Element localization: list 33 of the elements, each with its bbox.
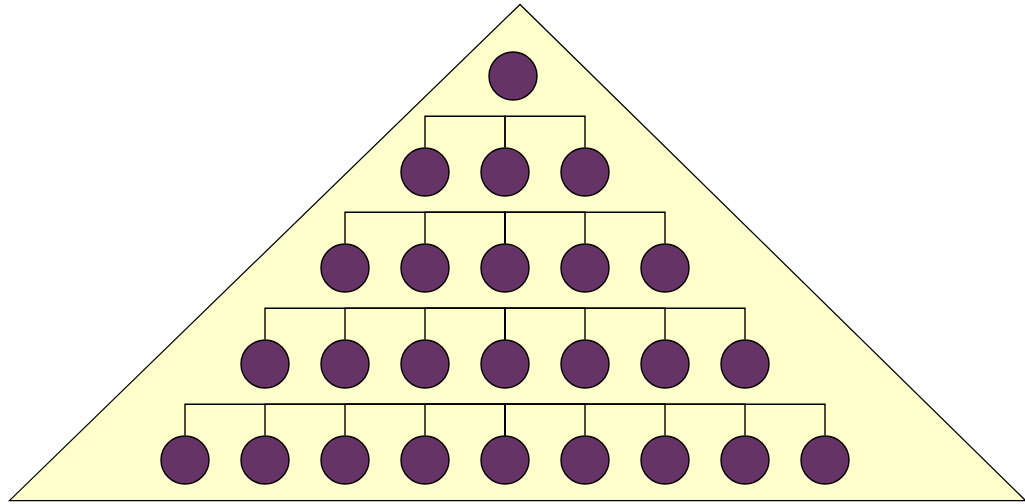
circle xyxy=(400,147,450,197)
circle xyxy=(640,435,690,485)
circle xyxy=(160,435,210,485)
circle xyxy=(640,339,690,389)
circle xyxy=(480,147,530,197)
circle xyxy=(800,435,850,485)
connector-line xyxy=(504,403,826,436)
circle xyxy=(488,51,538,101)
circle xyxy=(560,147,610,197)
circle xyxy=(240,435,290,485)
circle xyxy=(320,435,370,485)
connector-line xyxy=(504,307,746,340)
circle xyxy=(720,339,770,389)
circle xyxy=(560,435,610,485)
connector-line xyxy=(504,211,666,244)
connector-line xyxy=(424,115,506,148)
circle xyxy=(320,339,370,389)
connector-line xyxy=(424,403,506,436)
circle xyxy=(240,339,290,389)
connector-line xyxy=(424,211,506,244)
circle xyxy=(480,243,530,293)
circle xyxy=(720,435,770,485)
connector-line xyxy=(504,115,586,148)
connector-line xyxy=(424,307,506,340)
circle xyxy=(400,339,450,389)
circle xyxy=(560,339,610,389)
circle xyxy=(320,243,370,293)
circle xyxy=(560,243,610,293)
circle xyxy=(480,435,530,485)
circle xyxy=(480,339,530,389)
circle xyxy=(640,243,690,293)
circle xyxy=(400,243,450,293)
circle xyxy=(400,435,450,485)
